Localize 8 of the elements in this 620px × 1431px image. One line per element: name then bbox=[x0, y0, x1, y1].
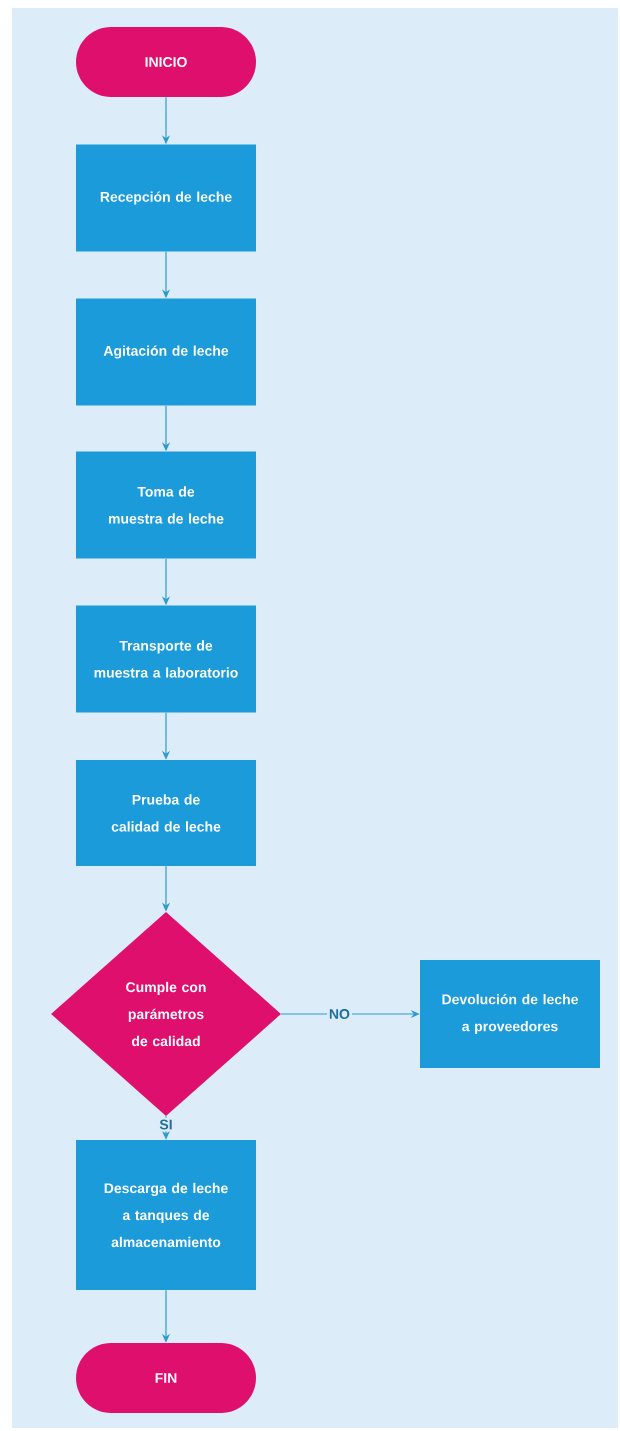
process-box: Toma de muestra de leche bbox=[76, 451, 256, 559]
edge-label: NO bbox=[326, 1007, 352, 1021]
process-box: Agitación de leche bbox=[76, 298, 256, 406]
process-box: Devolución de leche a proveedores bbox=[420, 960, 600, 1068]
process-box: Prueba de calidad de leche bbox=[76, 760, 256, 866]
process-box: Descarga de leche a tanques de almacenamiento bbox=[76, 1140, 256, 1290]
process-box: Transporte de muestra a laboratorio bbox=[76, 605, 256, 713]
process-box: Recepción de leche bbox=[76, 144, 256, 252]
